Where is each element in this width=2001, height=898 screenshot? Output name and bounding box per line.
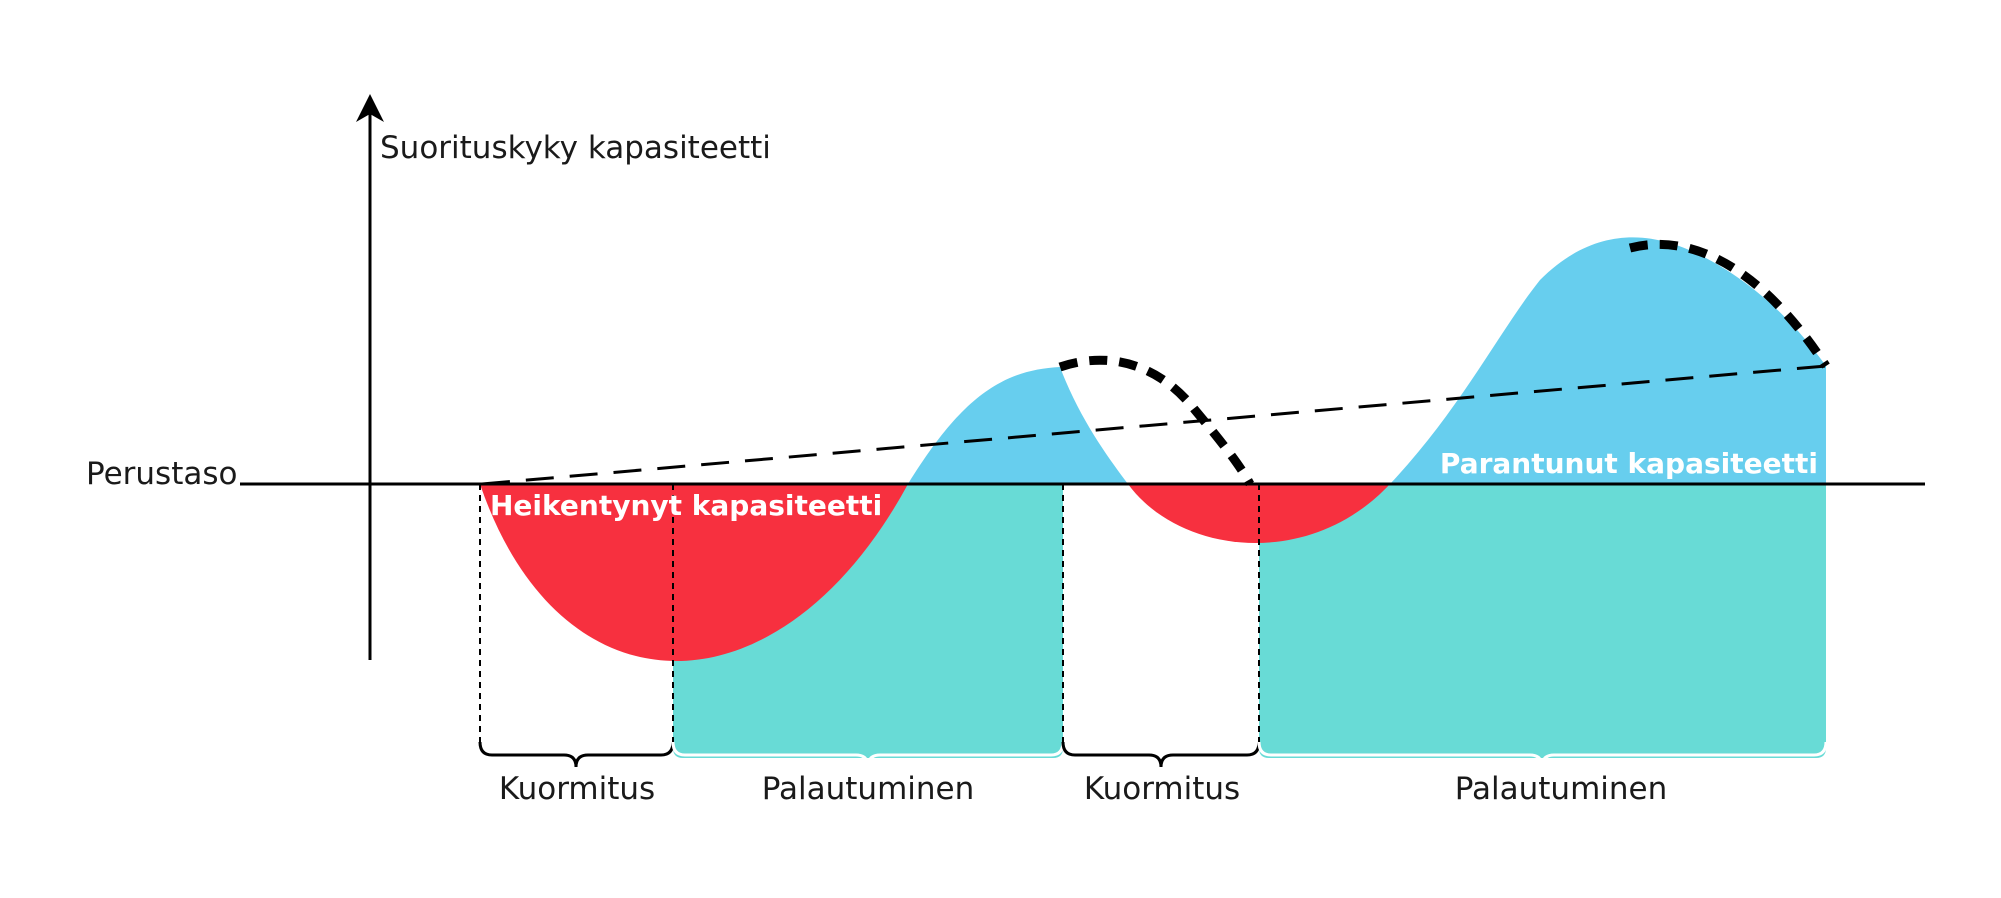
improved-area-2 bbox=[1128, 237, 1826, 484]
phase-label-load-2: Kuormitus bbox=[1084, 771, 1240, 807]
y-axis-label: Suorituskyky kapasiteetti bbox=[380, 130, 771, 166]
brace-3 bbox=[1061, 741, 1261, 768]
recovery-fill-2 bbox=[1259, 484, 1826, 758]
decreased-area-2 bbox=[1128, 484, 1390, 544]
baseline-label: Perustaso bbox=[86, 456, 237, 492]
brace-2 bbox=[671, 741, 1065, 768]
improved-area-1 bbox=[480, 367, 1128, 484]
trend-line bbox=[481, 364, 1827, 486]
phase-label-recovery-1: Palautuminen bbox=[762, 771, 975, 807]
phase-label-load-1: Kuormitus bbox=[499, 771, 655, 807]
overshoot-curve-1 bbox=[1058, 355, 1254, 487]
phase-label-recovery-2: Palautuminen bbox=[1455, 771, 1668, 807]
improved-capacity-label: Parantunut kapasiteetti bbox=[1440, 447, 1818, 480]
y-axis-arrow bbox=[356, 94, 384, 122]
decreased-capacity-label: Heikentynyt kapasiteetti bbox=[490, 489, 882, 522]
brace-1 bbox=[478, 741, 675, 768]
decreased-area-1 bbox=[480, 484, 908, 661]
brace-4 bbox=[1257, 741, 1828, 768]
